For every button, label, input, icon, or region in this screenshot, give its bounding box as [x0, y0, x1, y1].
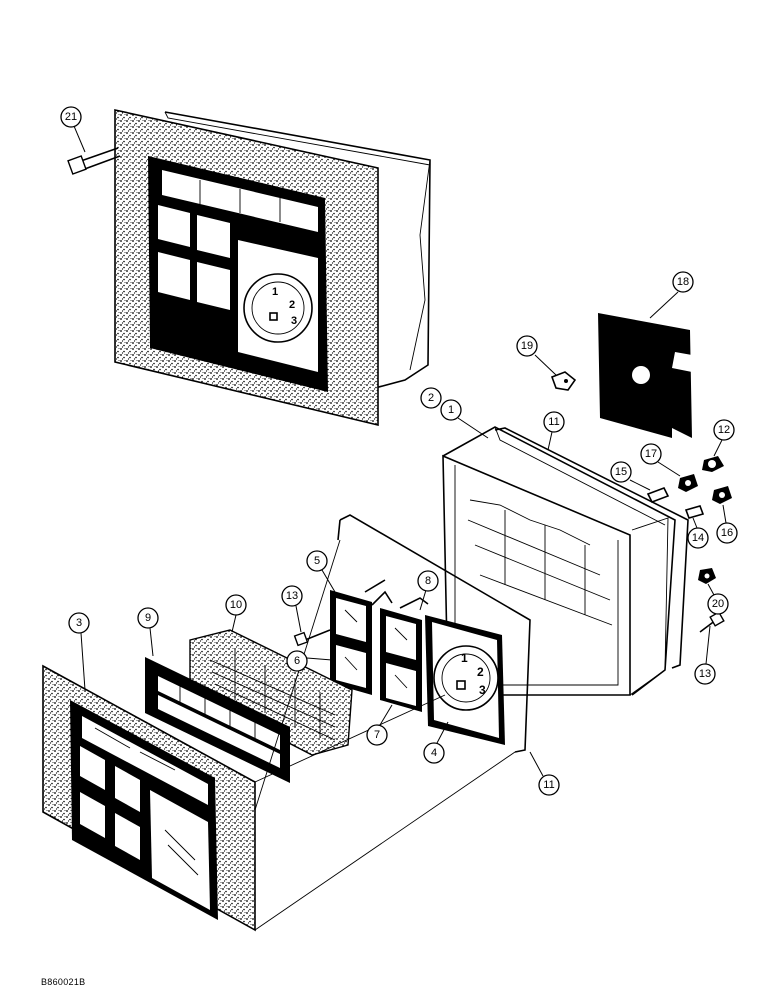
svg-text:13: 13	[286, 590, 298, 602]
part-19-clip	[550, 371, 577, 391]
svg-text:5: 5	[314, 555, 320, 567]
svg-text:17: 17	[645, 448, 657, 460]
part-4-tachometer: 1 2 3	[425, 615, 505, 745]
svg-text:10: 10	[230, 599, 242, 611]
callout-14: 14	[687, 527, 709, 549]
svg-text:8: 8	[425, 575, 431, 587]
callout-2: 2	[420, 387, 442, 409]
svg-text:11: 11	[543, 779, 554, 791]
gauge-numeral-1: 1	[461, 651, 468, 665]
callout-13-right: 13	[694, 663, 716, 685]
callout-15: 15	[610, 461, 632, 483]
svg-text:9: 9	[145, 612, 151, 624]
callout-17: 17	[640, 443, 662, 465]
projection-lines	[254, 539, 516, 931]
callout-21: 21	[60, 106, 82, 128]
callout-10: 10	[225, 594, 247, 616]
svg-text:12: 12	[718, 424, 730, 436]
callout-3: 3	[68, 612, 90, 634]
callout-11-bottom: 11	[538, 774, 560, 796]
part-1-housing	[442, 426, 689, 696]
top-gauge-numeral-1: 1	[272, 286, 278, 298]
callout-7: 7	[366, 724, 388, 746]
callout-16: 16	[716, 522, 738, 544]
svg-text:13: 13	[699, 668, 711, 680]
svg-text:7: 7	[374, 729, 380, 741]
callout-6: 6	[286, 650, 308, 672]
svg-text:3: 3	[76, 617, 82, 629]
svg-text:6: 6	[294, 655, 300, 667]
part-5-gauge-module	[293, 579, 393, 695]
svg-text:1: 1	[448, 404, 454, 416]
assembled-cluster-top: 1 2 3	[67, 109, 431, 427]
gauge-numeral-2: 2	[477, 665, 484, 679]
svg-text:16: 16	[721, 527, 733, 539]
callouts: 21 18 19 2 1 11 12 17	[60, 106, 738, 796]
svg-text:14: 14	[692, 532, 704, 544]
svg-text:21: 21	[65, 111, 77, 123]
svg-text:19: 19	[521, 340, 533, 352]
callout-12: 12	[713, 419, 735, 441]
svg-text:11: 11	[548, 416, 559, 428]
callout-18: 18	[672, 271, 694, 293]
part-18-plate	[598, 313, 692, 438]
part-11-seal	[337, 514, 531, 753]
part-9-indicator-strip	[145, 657, 290, 783]
svg-text:15: 15	[615, 466, 627, 478]
svg-text:4: 4	[431, 747, 437, 759]
callout-19: 19	[516, 335, 538, 357]
callout-20: 20	[707, 593, 729, 615]
callout-11-top: 11	[543, 411, 565, 433]
svg-text:20: 20	[712, 598, 724, 610]
callout-5: 5	[306, 550, 328, 572]
callout-4: 4	[423, 742, 445, 764]
top-gauge-numeral-2: 2	[289, 299, 295, 311]
callout-13-left: 13	[281, 585, 303, 607]
small-fittings	[646, 456, 732, 633]
svg-text:2: 2	[428, 392, 434, 404]
top-gauge-numeral-3: 3	[291, 315, 297, 327]
part-8-gauge-module	[380, 597, 429, 712]
figure-code-label: B860021B	[41, 977, 86, 987]
gauge-numeral-3: 3	[479, 683, 486, 697]
callout-8: 8	[417, 570, 439, 592]
callout-1: 1	[440, 399, 462, 421]
callout-9: 9	[137, 607, 159, 629]
svg-text:18: 18	[677, 276, 689, 288]
